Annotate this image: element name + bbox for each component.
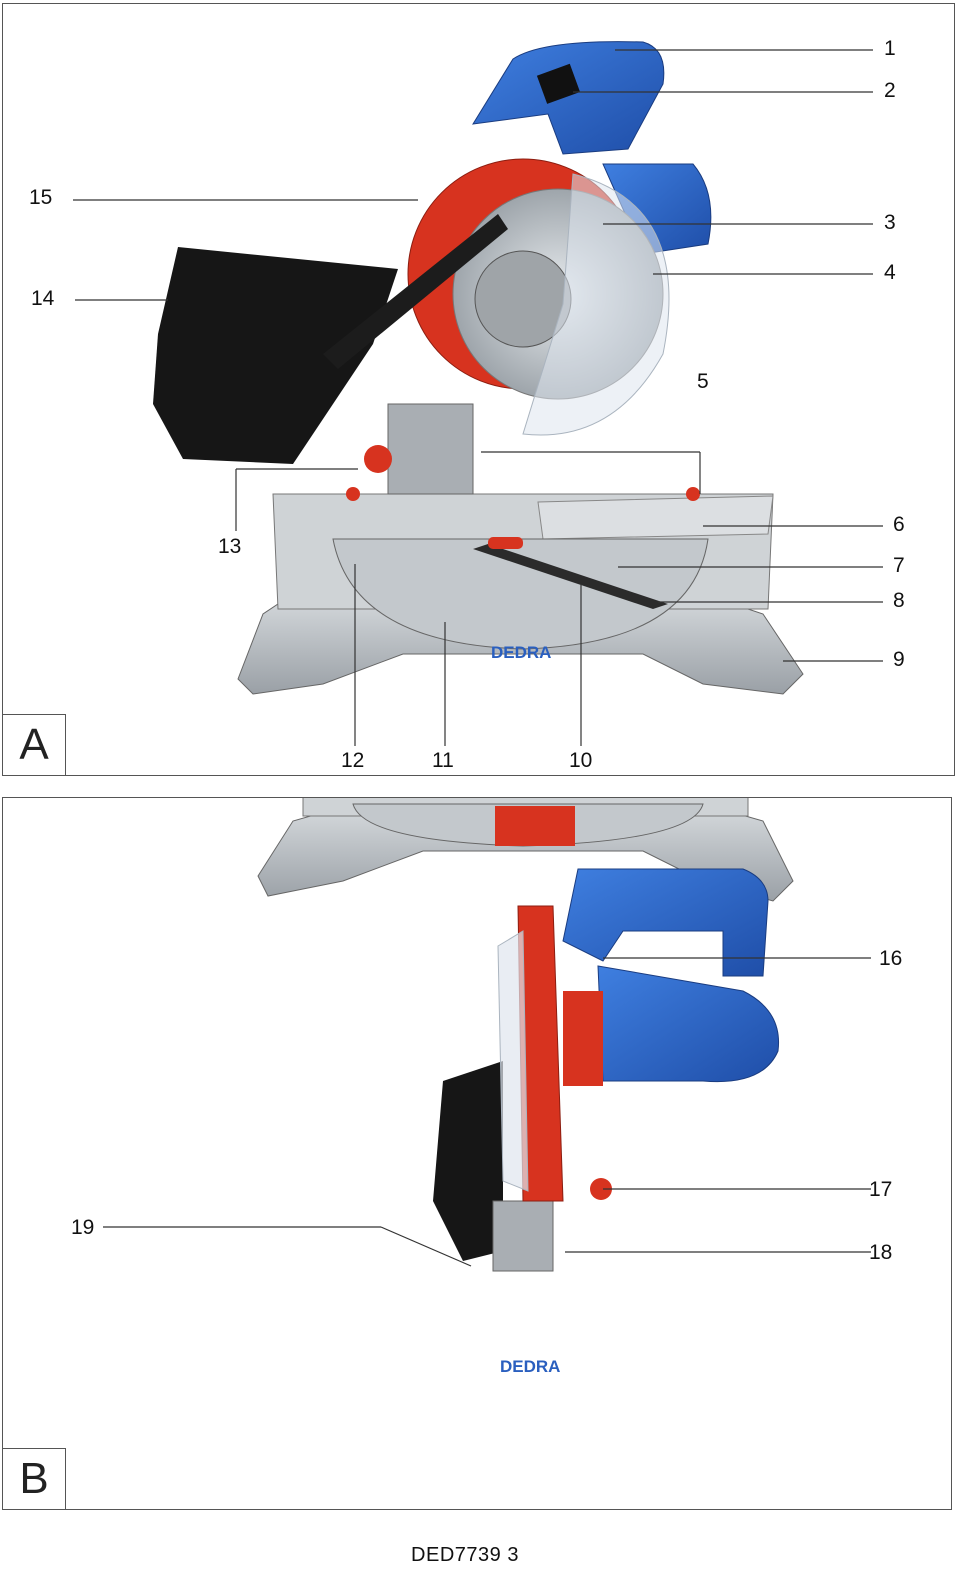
panel-letter-a: A bbox=[3, 714, 66, 775]
turntable bbox=[332, 538, 709, 650]
panel-letter-b: B bbox=[3, 1448, 66, 1509]
callout-11: 11 bbox=[432, 749, 454, 772]
callout-15: 15 bbox=[29, 186, 53, 209]
transparent-guard-side bbox=[497, 930, 529, 1192]
motor-housing bbox=[597, 965, 780, 1083]
callout-10: 10 bbox=[569, 749, 593, 772]
fence-right bbox=[537, 495, 774, 540]
bevel-knob bbox=[590, 1178, 612, 1200]
figure-panel-a: DEDRA DEDRA 1 2 3 4 bbox=[2, 3, 955, 776]
callout-19: 19 bbox=[71, 1216, 95, 1239]
callout-1: 1 bbox=[884, 37, 896, 60]
base-brand-logo: DEDRA bbox=[500, 1357, 560, 1376]
depth-lever bbox=[323, 214, 508, 369]
figure-panel-b: DEDRA 16 17 18 19 B bbox=[2, 797, 952, 1510]
callout-18: 18 bbox=[869, 1241, 893, 1264]
motor-housing bbox=[602, 163, 712, 255]
miter-saw-side-illustration: DEDRA bbox=[103, 798, 871, 1376]
saw-arm bbox=[387, 403, 474, 495]
callout-4: 4 bbox=[884, 261, 896, 284]
callout-13: 13 bbox=[218, 535, 242, 558]
callout-16: 16 bbox=[879, 947, 903, 970]
callout-3: 3 bbox=[884, 211, 896, 234]
callout-9: 9 bbox=[893, 648, 905, 671]
callout-7: 7 bbox=[893, 554, 905, 577]
motor-red-collar bbox=[563, 991, 603, 1086]
kerf-insert bbox=[473, 544, 668, 609]
clamp-knob-left bbox=[346, 487, 360, 501]
base-brand-logo: DEDRA bbox=[491, 643, 551, 662]
top-handle bbox=[472, 41, 665, 155]
saw-arm bbox=[492, 1200, 554, 1272]
clamp-knob-right bbox=[686, 487, 700, 501]
miter-handle bbox=[488, 537, 523, 549]
callout-17: 17 bbox=[869, 1178, 893, 1201]
callout-12: 12 bbox=[341, 749, 365, 772]
callout-5: 5 bbox=[697, 370, 709, 393]
callout-2: 2 bbox=[884, 79, 896, 102]
callout-14: 14 bbox=[31, 287, 55, 310]
miter-handle bbox=[495, 806, 575, 846]
document-code-footer: DED7739 3 bbox=[411, 1544, 519, 1566]
callout-lines bbox=[103, 957, 871, 1267]
transparent-guard bbox=[522, 173, 670, 436]
bevel-lock-knob bbox=[364, 445, 392, 473]
callout-lines bbox=[73, 49, 883, 746]
callout-8: 8 bbox=[893, 589, 905, 612]
dust-bag bbox=[153, 247, 398, 464]
trigger-switch bbox=[536, 63, 581, 104]
top-handle bbox=[562, 868, 769, 977]
dust-bag bbox=[433, 1061, 503, 1261]
callout-6: 6 bbox=[893, 513, 905, 536]
miter-saw-front-illustration: DEDRA DEDRA bbox=[73, 41, 883, 746]
